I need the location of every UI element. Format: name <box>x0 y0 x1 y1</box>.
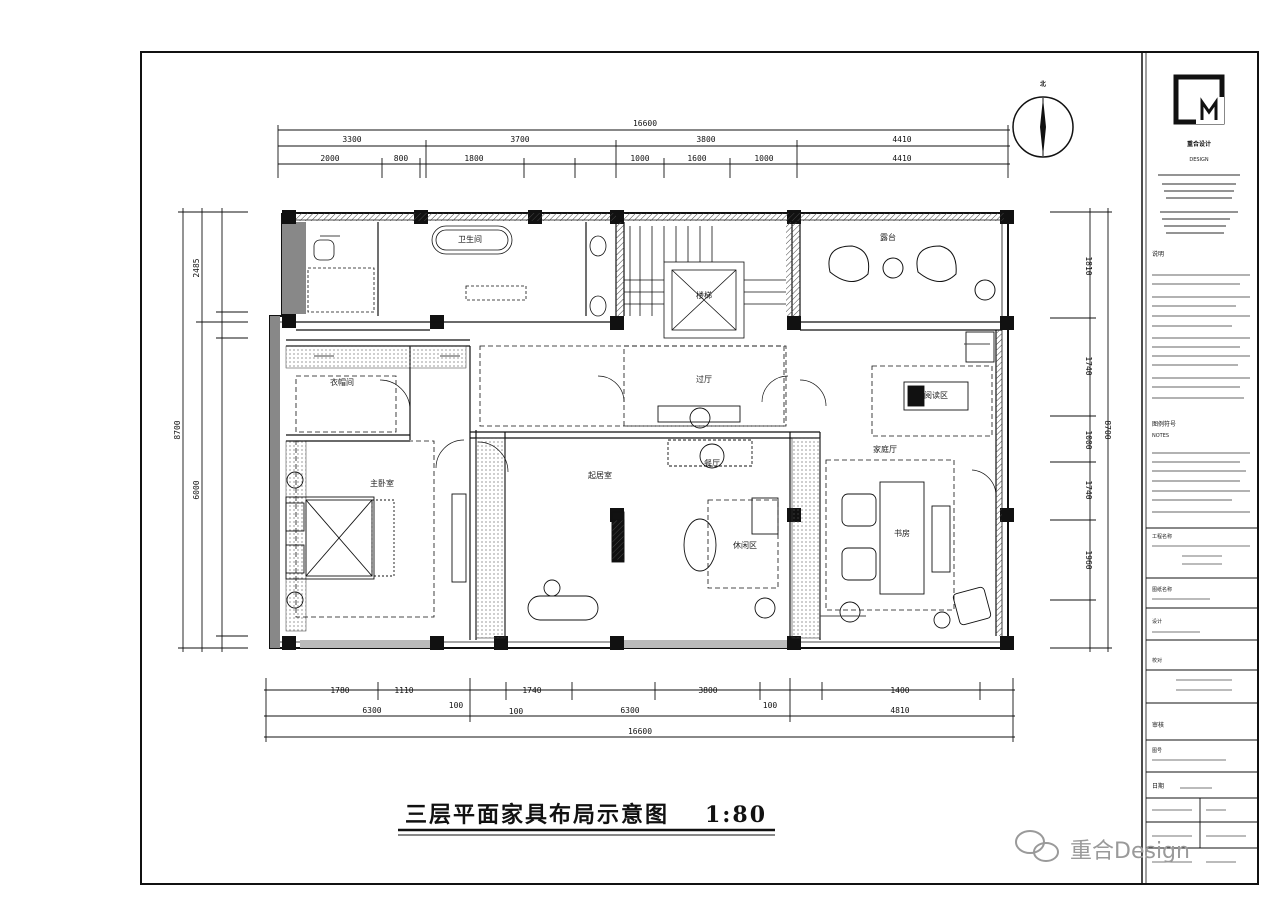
dim-top-detail-3: 1800 <box>464 154 483 163</box>
dim-bottom-small-1: 100 <box>449 701 464 710</box>
room-master-bedroom: 主卧室 <box>370 478 394 488</box>
door-swings <box>379 375 997 497</box>
company-sub: DESIGN <box>1189 157 1209 163</box>
dim-bottom-detail-2: 1110 <box>394 686 413 695</box>
stair-icon <box>624 226 786 339</box>
dim-right-seg-5: 1960 <box>1084 550 1093 569</box>
drawing-label: 图纸名称 <box>1152 586 1172 593</box>
dim-top-detail-5: 1600 <box>687 154 706 163</box>
dim-bottom-seg-1: 6300 <box>362 706 381 715</box>
dim-left-seg-2: 6000 <box>192 480 201 499</box>
master-bed-icon <box>285 471 395 609</box>
terrace-chairs <box>828 245 996 301</box>
designer-label: 设计 <box>1152 618 1162 625</box>
room-leisure: 休闲区 <box>733 540 757 550</box>
notes-heading: 说明 <box>1152 250 1164 258</box>
dim-top-detail-7: 4410 <box>892 154 911 163</box>
dim-bottom-seg-3: 4810 <box>890 706 909 715</box>
dim-bottom-small-3: 100 <box>763 701 778 710</box>
floor-plan <box>269 210 1014 650</box>
room-dressing: 衣帽间 <box>330 377 354 387</box>
bathroom-fixtures <box>307 225 607 317</box>
dim-bottom-detail-5: 1400 <box>890 686 909 695</box>
company-logo-icon <box>1173 74 1225 125</box>
dim-top-detail-1: 2000 <box>320 154 339 163</box>
dim-top-seg-3: 3800 <box>696 135 715 144</box>
title-block: 重合设计 DESIGN 说明 图例符号 NOTES <box>1146 74 1258 863</box>
date-label: 日期 <box>1152 782 1164 790</box>
legend-heading: 图例符号 <box>1152 420 1176 428</box>
dim-top-seg-1: 3300 <box>342 135 361 144</box>
dim-right-seg-3: 1000 <box>1084 430 1093 449</box>
room-living: 起居室 <box>588 470 612 480</box>
check-label: 校对 <box>1152 657 1162 664</box>
address-lines <box>1158 174 1240 234</box>
dim-top-detail-2: 800 <box>394 154 409 163</box>
dim-left-total: 8700 <box>173 420 182 439</box>
room-stair: 楼梯 <box>696 290 712 300</box>
room-hall: 过厅 <box>696 374 712 384</box>
room-family: 家庭厅 <box>873 444 897 454</box>
room-study: 书房 <box>894 528 910 538</box>
dim-top-detail-4: 1000 <box>630 154 649 163</box>
company-name: 重合设计 <box>1187 140 1211 148</box>
legend-lines <box>1152 452 1250 513</box>
living-furniture <box>451 405 779 621</box>
study-furniture <box>839 331 995 629</box>
dim-right-seg-2: 1740 <box>1084 356 1093 375</box>
notes-lines <box>1152 274 1250 399</box>
room-dining: 餐厅 <box>704 459 720 468</box>
watermark-text: 重合Design <box>1070 839 1190 864</box>
dim-bottom-small-2: 100 <box>509 707 524 716</box>
room-reading: 阅读区 <box>924 390 948 400</box>
dim-top-detail-6: 1000 <box>754 154 773 163</box>
number-label: 图号 <box>1152 748 1162 754</box>
dimension-lines <box>178 125 1112 742</box>
dim-bottom-detail-4: 3800 <box>698 686 717 695</box>
wechat-watermark-icon <box>1015 830 1059 862</box>
notes-heading-en: NOTES <box>1152 433 1169 439</box>
room-terrace: 露台 <box>880 232 896 242</box>
dim-bottom-detail-3: 1740 <box>522 686 541 695</box>
structural-columns <box>282 210 1014 650</box>
drawing-scale: 1:80 <box>705 802 767 828</box>
dim-bottom-seg-2: 6300 <box>620 706 639 715</box>
approve-label: 审核 <box>1152 721 1164 729</box>
dim-top-seg-2: 3700 <box>510 135 529 144</box>
north-arrow-icon <box>1012 96 1074 158</box>
dim-right-seg-1: 1810 <box>1084 256 1093 275</box>
dim-right-seg-4: 1740 <box>1084 480 1093 499</box>
dim-right-total: 8700 <box>1103 420 1112 439</box>
dim-top-total: 16600 <box>633 119 657 128</box>
dim-left-seg-1: 2485 <box>192 258 201 277</box>
north-mark: 北 <box>1040 80 1046 88</box>
drawing-title: 三层平面家具布局示意图 <box>405 802 669 828</box>
room-bath: 卫生间 <box>458 234 482 244</box>
dim-bottom-total: 16600 <box>628 727 652 736</box>
project-label: 工程名称 <box>1152 533 1172 540</box>
dim-bottom-detail-1: 1780 <box>330 686 349 695</box>
sheet-frame <box>140 51 1259 885</box>
dim-top-seg-4: 4410 <box>892 135 911 144</box>
